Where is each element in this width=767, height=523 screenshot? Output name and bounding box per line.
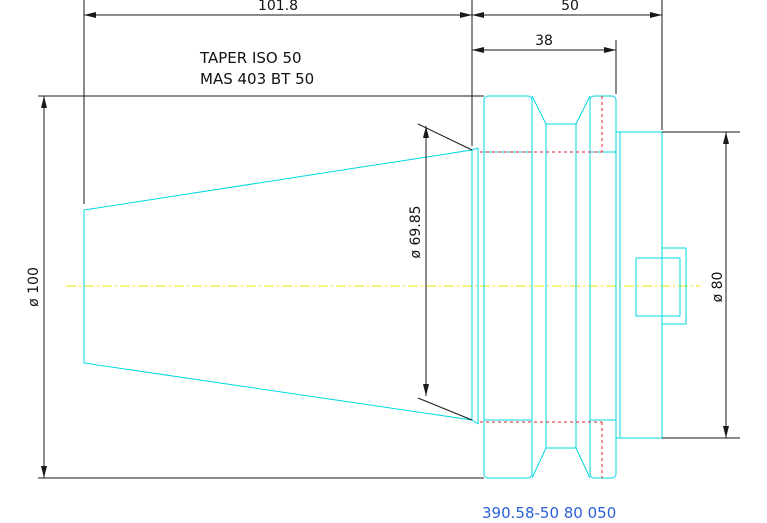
taper-cone — [83, 149, 473, 421]
hidden-lines — [480, 96, 603, 478]
v-groove-bottom — [531, 447, 591, 479]
part-number: 390.58-50 80 050 — [482, 504, 616, 522]
v-groove-top — [531, 95, 591, 125]
dim-flange-to-end: 50 — [561, 0, 579, 14]
dim-diameter-taper: ø 69.85 — [408, 205, 424, 258]
slot-inner — [635, 257, 681, 317]
note-line-2: MAS 403 BT 50 — [200, 70, 314, 88]
dimension-lines — [38, 0, 740, 479]
part-outline — [83, 95, 687, 479]
flange-2 — [589, 95, 617, 479]
dim-overall-length: 101.8 — [258, 0, 298, 14]
shank — [616, 131, 663, 439]
dim-diameter-shank: ø 80 — [710, 272, 726, 303]
dim-diameter-flange: ø 100 — [26, 267, 42, 307]
step-top — [471, 147, 479, 151]
step-bottom — [471, 419, 479, 425]
dim-flange-width: 38 — [535, 33, 553, 49]
note-line-1: TAPER ISO 50 — [199, 49, 302, 67]
flange — [483, 95, 533, 479]
slot — [662, 247, 687, 325]
